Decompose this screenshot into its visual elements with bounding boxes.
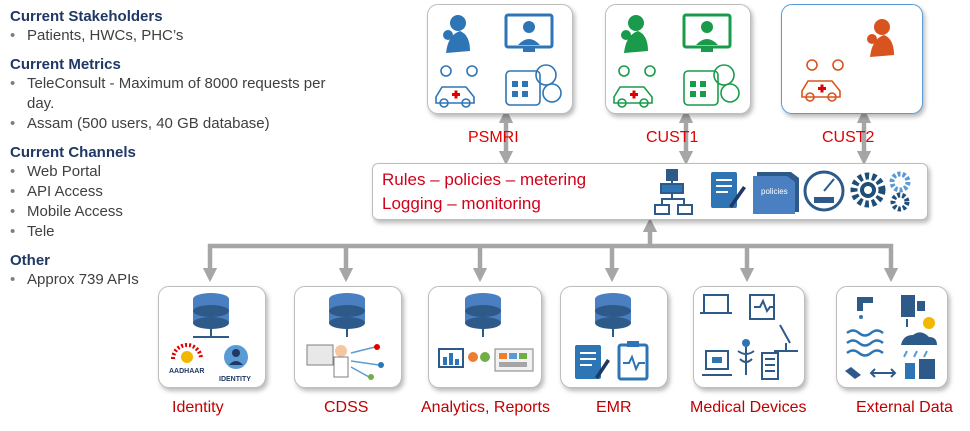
gateway-icons: policies [654,169,911,215]
rules-policies-text: Rules – policies – metering [382,170,587,189]
external-data-label: External Data [856,399,953,416]
identity-badge-text: IDENTITY [219,376,251,383]
cust2-label: CUST2 [822,129,875,146]
identity-icon: AADHAAR IDENTITY [169,293,251,383]
cdss-icon [306,293,384,380]
dashboard-icon [438,348,534,372]
policies-folder-icon: policies [753,172,799,214]
emr-box[interactable] [560,286,668,388]
flowchart-icon [654,169,693,215]
medical-devices-box[interactable] [693,286,805,388]
gateway-bar[interactable]: policies [372,163,928,220]
other-title: Other [10,252,51,269]
channels-item: Tele [10,222,350,242]
cust2-telemedicine-icon [801,19,894,102]
left-panel: Current Stakeholders Patients, HWCs, PHC… [10,8,350,300]
cdss-label: CDSS [324,399,369,416]
psmri-telemedicine-icon [435,13,562,108]
analytics-box[interactable] [428,286,542,388]
analytics-icon [438,293,534,372]
database-icon [465,293,501,337]
external-data-icon [845,295,937,379]
aadhaar-logo-icon: AADHAAR [169,343,204,375]
channels-list: Web Portal API Access Mobile Access Tele [10,162,350,242]
gears-icon [850,171,911,212]
id-badge-icon: IDENTITY [219,345,251,383]
identity-box[interactable]: AADHAAR IDENTITY [158,286,266,388]
stakeholders-list: Patients, HWCs, PHC’s [10,26,350,46]
cust2-box[interactable] [781,4,923,114]
document-edit-icon [711,172,746,208]
metrics-list: TeleConsult - Maximum of 8000 requests p… [10,74,345,134]
emr-icon [575,293,649,381]
psmri-label: PSMRI [468,129,519,146]
other-list: Approx 739 APIs [10,270,350,290]
medical-devices-icon [700,294,798,380]
medical-devices-label: Medical Devices [690,399,807,416]
metrics-item: TeleConsult - Maximum of 8000 requests p… [10,74,345,114]
analytics-label: Analytics, Reports [421,399,550,416]
cust1-telemedicine-icon [613,13,740,108]
channels-title: Current Channels [10,144,136,161]
stakeholders-item: Patients, HWCs, PHC’s [10,26,350,46]
database-icon [595,293,631,337]
policies-folder-text: policies [761,187,788,196]
meter-gauge-icon [803,170,845,212]
channels-item: API Access [10,182,350,202]
identity-label: Identity [172,399,224,416]
other-item: Approx 739 APIs [10,270,350,290]
stakeholders-title: Current Stakeholders [10,8,163,25]
doctor-screen-icon [306,344,384,380]
channels-item: Mobile Access [10,202,350,222]
database-icon [329,293,365,337]
psmri-box[interactable] [427,4,573,114]
database-icon [193,293,229,338]
metrics-item: Assam (500 users, 40 GB database) [10,114,345,134]
cust1-box[interactable] [605,4,751,114]
cust1-label: CUST1 [646,129,699,146]
logging-monitoring-text: Logging – monitoring [382,194,541,213]
aadhaar-text: AADHAAR [169,368,204,375]
external-data-box[interactable] [836,286,948,388]
emr-label: EMR [596,399,632,416]
channels-item: Web Portal [10,162,350,182]
medical-record-icon [575,341,649,381]
metrics-title: Current Metrics [10,56,121,73]
cdss-box[interactable] [294,286,402,388]
